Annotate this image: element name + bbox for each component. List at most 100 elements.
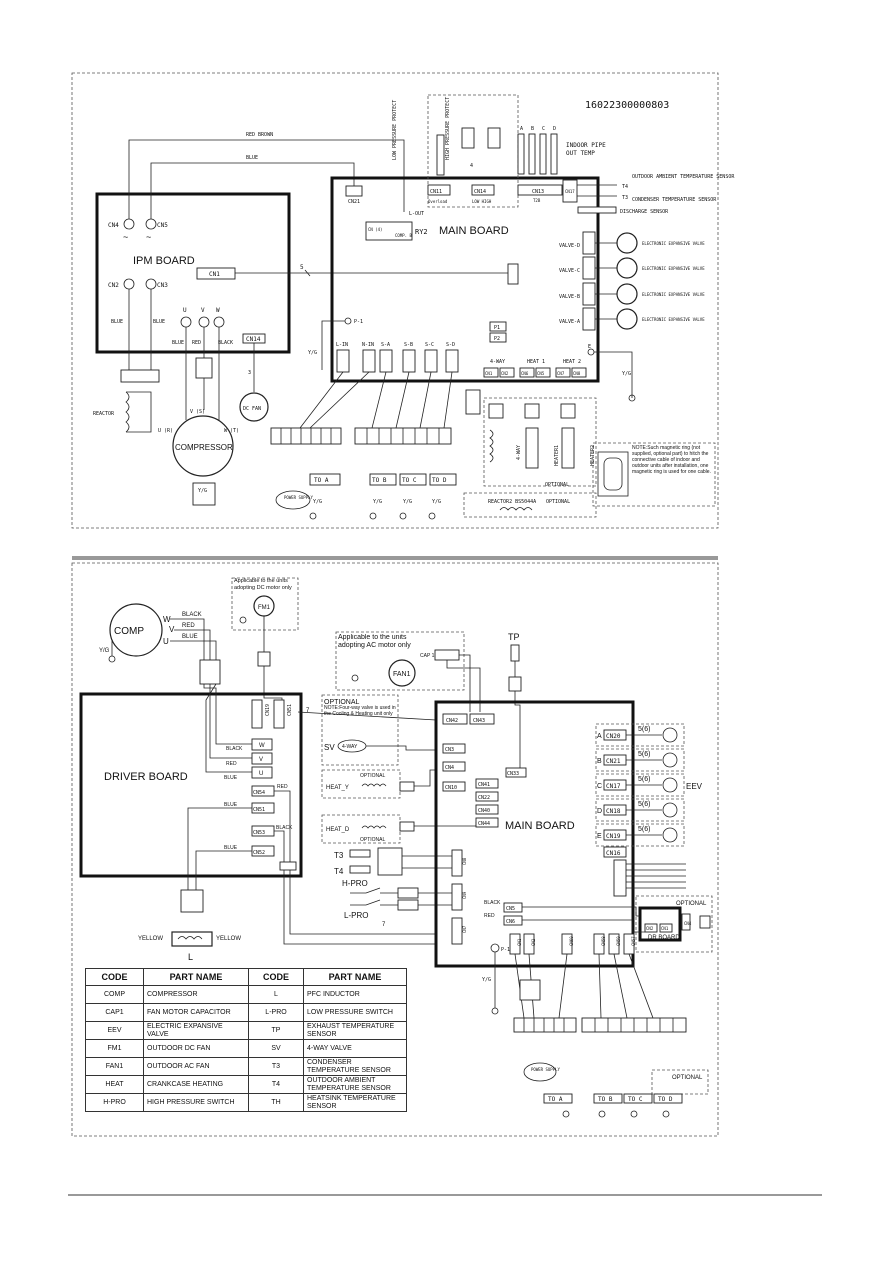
comp2-wire-v: [174, 629, 211, 660]
m2-bw-4: [598, 953, 602, 1019]
m2-cn43: [469, 713, 495, 725]
heat-d-connector: [399, 821, 415, 832]
heat-y-wire: [414, 769, 436, 787]
main1-cn11-sub: Overload: [428, 199, 448, 204]
t4-label: T4: [622, 184, 628, 190]
drv-w-label: W: [259, 743, 265, 749]
main1-cn13-sub: T2B: [533, 198, 541, 203]
ac-note-wrap: Applicable to the units adopting AC moto…: [338, 634, 411, 649]
drv-u-label: U: [259, 771, 263, 777]
legend-part-name: ELECTRIC EXPANSIVE VALVE: [143, 1021, 249, 1040]
eev-d-motor: [662, 802, 678, 818]
drv-u: [251, 766, 273, 779]
legend-part-name: CONDENSER TEMPERATURE SENSOR: [303, 1057, 407, 1076]
legend-code: FAN1: [85, 1057, 144, 1076]
drv-u-wire: [205, 683, 252, 773]
dc-note: Applicable to the units adopting DC moto…: [234, 578, 292, 591]
drv-cn53-wire: [274, 830, 436, 945]
sv-wire: [366, 745, 436, 751]
m2-cn3-label: CN3: [445, 747, 454, 753]
valve-column: VALVE-D VALVE-C VALVE-B VALVE-A ELECTRON…: [559, 231, 705, 331]
sv-optional: OPTIONAL: [324, 699, 360, 706]
comp2-w: W: [163, 615, 171, 624]
legend-code: COMP: [85, 985, 144, 1004]
legend-code: TP: [248, 1021, 304, 1040]
power-supply-label: POWER SUPPLY: [284, 495, 313, 500]
hpro-label: H-PRO: [342, 879, 368, 888]
m2-cn16-connector: [613, 859, 627, 897]
ground-4: [428, 512, 436, 520]
drv-cn51-top-label: CN51: [287, 704, 293, 716]
eev-c-motor: [662, 777, 678, 793]
doc-code: 16022300000803: [585, 100, 669, 111]
heat1-label: HEAT 1: [527, 359, 545, 365]
main-board-1: [330, 176, 600, 383]
m2-cn20-label: CN20: [606, 733, 621, 740]
drv-v-wire: [209, 684, 252, 759]
valve-d: [616, 232, 638, 254]
main1-cn14: [471, 184, 495, 196]
low-pressure-label: LOW PRESSURE PROTECT: [392, 100, 398, 160]
compressor-ground-box: [192, 482, 216, 506]
ipm-cn14-label: CN14: [246, 336, 261, 343]
m2-cn3: [442, 743, 466, 754]
reactor2-coil: [499, 507, 533, 511]
fan1-wire-b: [446, 660, 481, 712]
terminal-block-divisions: [280, 428, 440, 444]
relay-cn1-label: CN1: [485, 371, 493, 376]
p1-label-2: P-1: [501, 947, 510, 953]
to-d-label: TO D: [432, 477, 447, 484]
main1-cn14-sub: LOW HIGH: [472, 199, 492, 204]
drv-cn51-top: [273, 699, 285, 729]
terminal-block-left: [270, 427, 342, 445]
dr-ext: [699, 915, 711, 929]
t3-probe: [349, 849, 371, 858]
valve-b-desc: ELECTRONIC EXPANSIVE VALVE: [642, 292, 705, 297]
valve-c-desc: ELECTRONIC EXPANSIVE VALVE: [642, 266, 705, 271]
main1-cn32: [582, 282, 596, 306]
note-ring-frame: [597, 451, 629, 497]
drv-ring: [279, 861, 297, 871]
comp-u: U (R): [158, 428, 173, 434]
wire-blue-label: BLUE: [246, 155, 258, 161]
cap1-box: [434, 649, 460, 661]
m2-cn40: [475, 804, 499, 815]
main1-cn34: [582, 231, 596, 255]
m2-cn5-label: CN5: [506, 906, 515, 912]
legend-code: FM1: [85, 1039, 144, 1058]
drv-v-label: V: [259, 757, 263, 763]
reactor-frame: [126, 391, 152, 433]
sensor-b: B: [531, 126, 534, 132]
eev-d-letter: D: [597, 808, 602, 815]
relay-cn7-label: CN7: [557, 371, 565, 376]
p1-terminal: [344, 317, 352, 325]
m2-cn44-label: CN44: [478, 821, 490, 827]
ipm-cn3-terminal: [145, 278, 157, 290]
m2-cn41-label: CN41: [478, 782, 490, 788]
p1-label: P-1: [354, 319, 363, 325]
compressor-label: COMPRESSOR: [175, 443, 233, 452]
m2-bw-5: [613, 953, 628, 1019]
ipm-board-label: IPM BOARD: [133, 255, 195, 267]
legend-part-name: HEATSINK TEMPERATURE SENSOR: [303, 1093, 407, 1112]
tp-connector: [508, 676, 522, 692]
relay-ry2: [365, 221, 413, 241]
hpro-switch: [350, 887, 398, 894]
power-supply-2-label: POWER SUPPLY: [531, 1067, 560, 1072]
note-text-wrap: NOTE:Such magnetic ring (not supplied, o…: [632, 445, 711, 475]
four-way-label: 4-WAY: [490, 359, 505, 365]
dr-optional: OPTIONAL: [676, 901, 707, 907]
relay-cn6: [519, 367, 535, 378]
eev-c-letter: C: [597, 783, 602, 790]
m2-cn44: [475, 817, 499, 828]
m2-cn7-label: CN7: [462, 925, 467, 933]
ipm-cn1: [196, 267, 236, 280]
legend-code: SV: [248, 1039, 304, 1058]
m2-cn40-label: CN40: [478, 808, 490, 814]
lin-label: L-IN: [336, 342, 348, 348]
eev-e-motor: [662, 827, 678, 843]
drv-v: [251, 752, 273, 765]
